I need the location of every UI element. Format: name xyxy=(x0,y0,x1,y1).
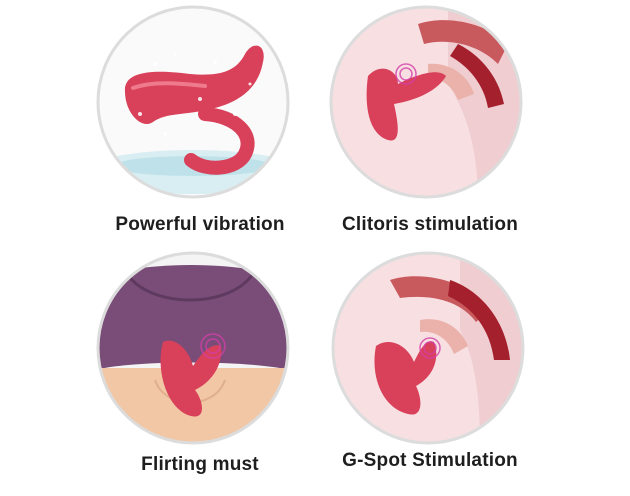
caption-clitoris-stimulation: Clitoris stimulation xyxy=(341,214,519,235)
flirting-illustration xyxy=(95,250,291,446)
toy-shape xyxy=(374,341,437,415)
caption-flirting-must: Flirting must xyxy=(141,454,259,475)
caption-g-spot-stimulation: G-Spot Stimulation xyxy=(342,450,518,471)
toy-shape xyxy=(160,340,222,417)
caption-powerful-vibration: Powerful vibration xyxy=(115,214,285,235)
clitoris-illustration xyxy=(328,4,524,200)
toy-shape xyxy=(366,68,446,141)
g-spot-illustration xyxy=(330,250,526,446)
vibration-illustration xyxy=(95,4,291,200)
